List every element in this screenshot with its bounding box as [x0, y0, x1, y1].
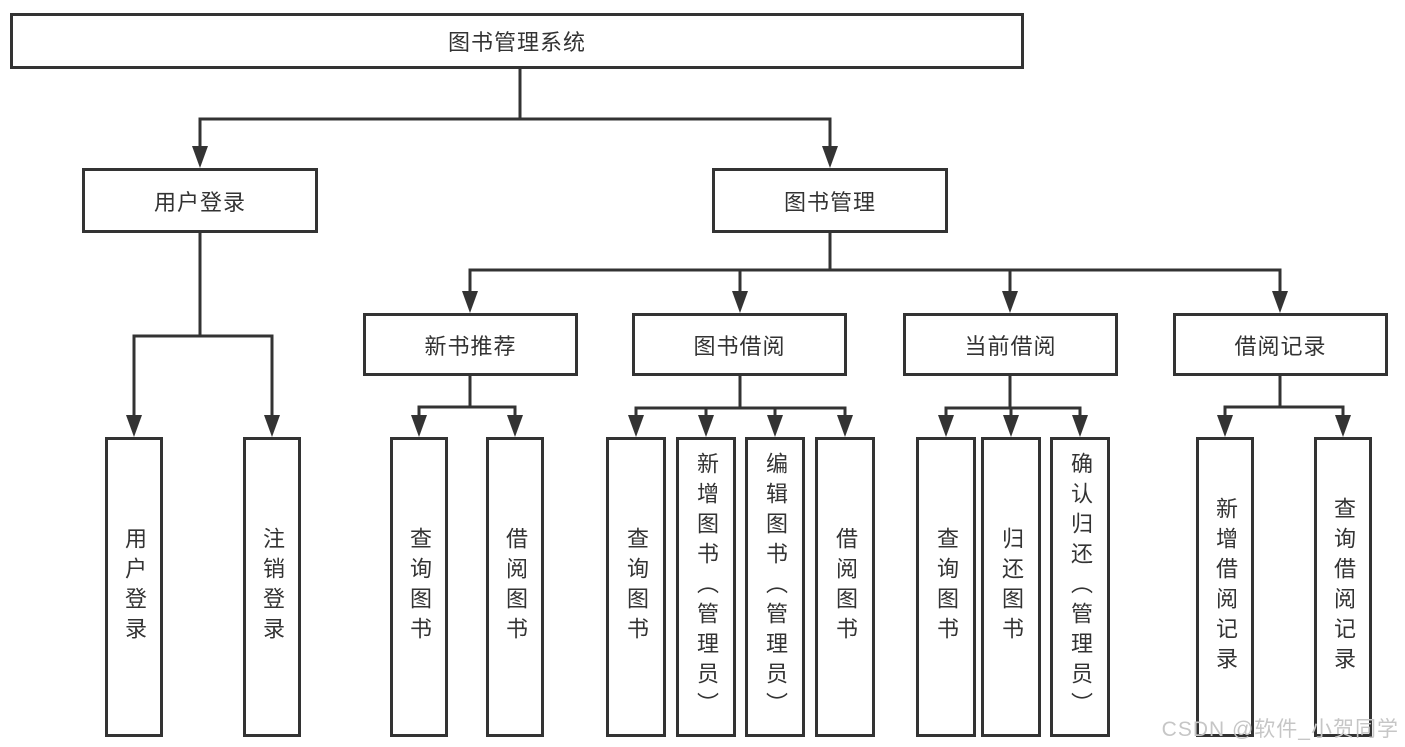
node-new-book-recommend: 新书推荐	[363, 313, 578, 376]
leaf-logout: 注销登录	[243, 437, 301, 737]
node-user-login: 用户登录	[82, 168, 318, 233]
watermark-text: CSDN @软件_小贺同学	[1161, 718, 1399, 741]
leaf-edit-books-admin: 编辑图书（管理员）	[745, 437, 805, 737]
leaf-return-books: 归还图书	[981, 437, 1041, 737]
leaf-edit-books-admin-label: 编辑图书（管理员）	[763, 452, 788, 722]
leaf-confirm-return-admin-label: 确认归还（管理员）	[1068, 452, 1093, 722]
node-current-borrowing: 当前借阅	[903, 313, 1118, 376]
leaf-logout-label: 注销登录	[260, 527, 285, 647]
leaf-query-borrow-record-label: 查询借阅记录	[1331, 497, 1356, 677]
leaf-borrow-books-recommend-label: 借阅图书	[503, 527, 528, 647]
leaf-query-borrow-record: 查询借阅记录	[1314, 437, 1372, 737]
node-book-borrowing: 图书借阅	[632, 313, 847, 376]
leaf-user-login: 用户登录	[105, 437, 163, 737]
leaf-query-books-current: 查询图书	[916, 437, 976, 737]
leaf-add-books-admin: 新增图书（管理员）	[676, 437, 736, 737]
leaf-query-books-borrowing: 查询图书	[606, 437, 666, 737]
leaf-user-login-label: 用户登录	[122, 527, 147, 647]
node-library-management-system: 图书管理系统	[10, 13, 1024, 69]
leaf-query-books-current-label: 查询图书	[934, 527, 959, 647]
leaf-query-books-borrowing-label: 查询图书	[624, 527, 649, 647]
leaf-query-books-recommend-label: 查询图书	[407, 527, 432, 647]
node-borrowing-records: 借阅记录	[1173, 313, 1388, 376]
leaf-add-books-admin-label: 新增图书（管理员）	[694, 452, 719, 722]
leaf-add-borrow-record-label: 新增借阅记录	[1213, 497, 1238, 677]
leaf-borrow-books-recommend: 借阅图书	[486, 437, 544, 737]
leaf-confirm-return-admin: 确认归还（管理员）	[1050, 437, 1110, 737]
leaf-query-books-recommend: 查询图书	[390, 437, 448, 737]
leaf-add-borrow-record: 新增借阅记录	[1196, 437, 1254, 737]
leaf-borrow-books-borrowing-label: 借阅图书	[833, 527, 858, 647]
leaf-return-books-label: 归还图书	[999, 527, 1024, 647]
leaf-borrow-books-borrowing: 借阅图书	[815, 437, 875, 737]
node-book-management: 图书管理	[712, 168, 948, 233]
